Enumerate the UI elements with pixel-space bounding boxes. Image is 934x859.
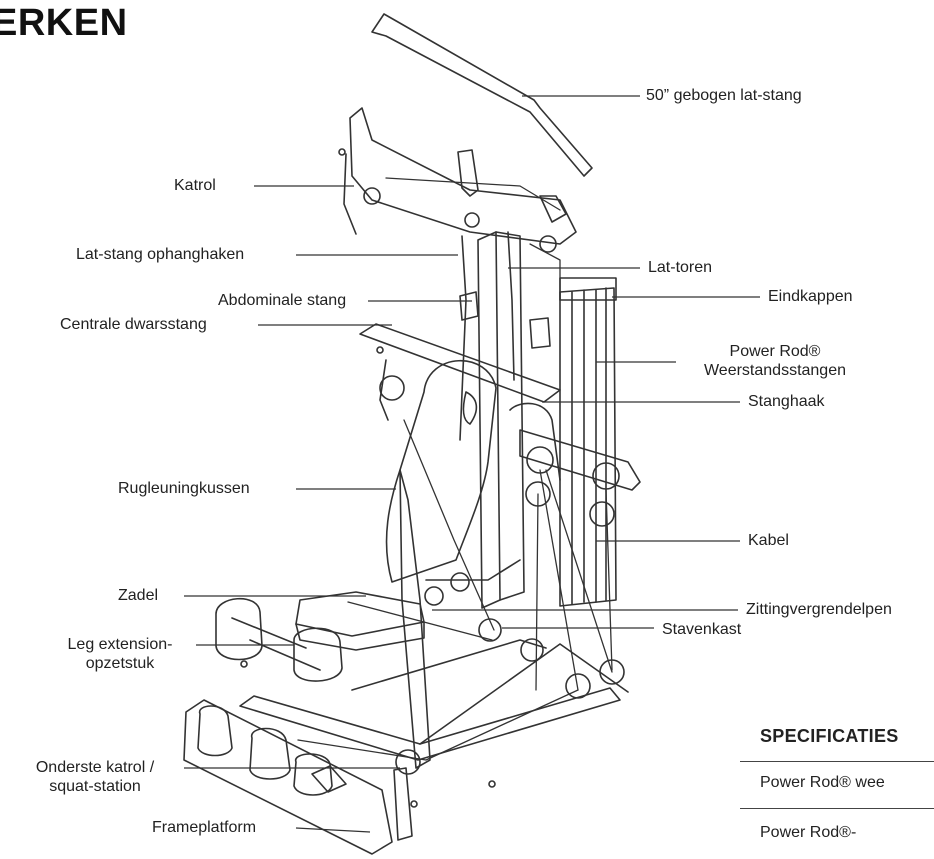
callout-ab-bar: Abdominale stang bbox=[218, 292, 347, 309]
callout-power-rod: Power Rod® Weerstandsstangen bbox=[680, 342, 870, 380]
spec-divider-2 bbox=[740, 808, 934, 809]
callout-rod-box: Stavenkast bbox=[662, 621, 742, 638]
callout-end-caps: Eindkappen bbox=[768, 288, 853, 305]
callout-center-crossbar: Centrale dwarsstang bbox=[60, 316, 207, 333]
specifications-heading: SPECIFICATIES bbox=[760, 726, 899, 746]
callout-seat: Zadel bbox=[118, 587, 159, 604]
callout-lat-hooks: Lat-stang ophanghaken bbox=[76, 246, 245, 263]
callout-seat-pin: Zittingvergrendelpen bbox=[746, 601, 892, 618]
callout-rod-hook: Stanghaak bbox=[748, 393, 825, 410]
callout-frame-platform: Frameplatform bbox=[152, 819, 257, 836]
callout-power-rod-line2: Weerstandsstangen bbox=[703, 362, 846, 379]
callout-pulley: Katrol bbox=[174, 177, 216, 194]
lat-bar-shape bbox=[371, 13, 593, 177]
callout-lat-tower: Lat-toren bbox=[648, 259, 713, 276]
center-crossbar-shape bbox=[359, 323, 561, 403]
backrest-shape bbox=[385, 359, 497, 583]
spec-row-1: Power Rod® wee bbox=[760, 774, 885, 791]
callout-cable: Kabel bbox=[748, 532, 789, 549]
callout-lower-pulley: Onderste katrol / squat-station bbox=[10, 758, 180, 796]
callout-lower-pulley-line2: squat-station bbox=[49, 778, 141, 795]
top-pulley-cable bbox=[343, 153, 357, 235]
top-frame-shape bbox=[349, 107, 577, 245]
lat-tower-shape bbox=[477, 231, 501, 609]
base-frame-shape bbox=[239, 687, 621, 761]
callout-lat-bar: 50” gebogen lat-stang bbox=[646, 87, 802, 104]
callout-leg-extension-line1: Leg extension- bbox=[67, 636, 173, 653]
spec-row-2: Power Rod®- bbox=[760, 824, 857, 841]
page-title: ERKEN bbox=[0, 2, 128, 44]
callout-power-rod-line1: Power Rod® bbox=[729, 343, 821, 360]
callout-lower-pulley-line1: Onderste katrol / bbox=[35, 759, 155, 776]
callout-backrest: Rugleuningkussen bbox=[118, 480, 250, 497]
callout-leg-extension: Leg extension- opzetstuk bbox=[46, 635, 194, 673]
callout-leg-extension-line2: opzetstuk bbox=[85, 655, 155, 672]
frame-platform-shape bbox=[183, 699, 393, 855]
power-rods-shape bbox=[559, 287, 617, 607]
spec-divider-1 bbox=[740, 761, 934, 762]
